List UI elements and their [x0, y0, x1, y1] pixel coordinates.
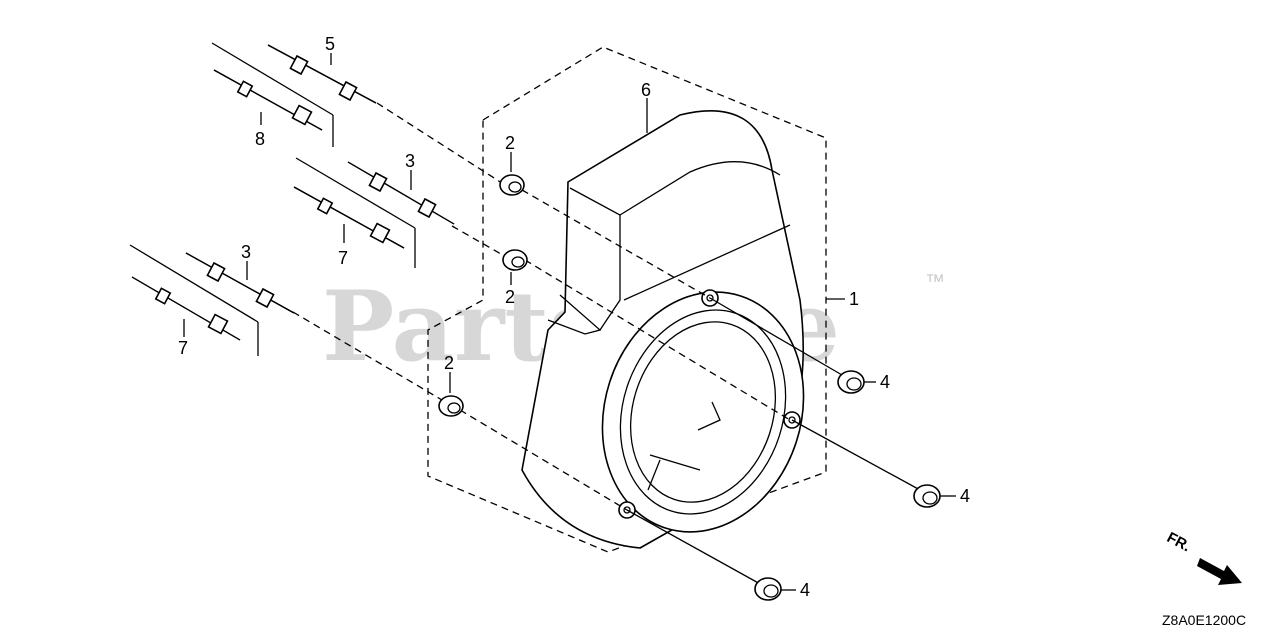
callout-2-upper: 2	[505, 133, 515, 153]
stud-7-upper	[293, 186, 405, 249]
callout-3-upper: 3	[405, 151, 415, 171]
stud-7-lower	[131, 276, 241, 341]
nut-middle	[913, 484, 941, 508]
stud-3-upper	[347, 161, 455, 225]
stud-8	[213, 69, 323, 131]
callout-4-lower: 4	[800, 580, 810, 600]
assembly-lines	[129, 42, 921, 586]
callout-3-lower: 3	[241, 242, 251, 262]
front-arrow-icon	[1197, 558, 1242, 585]
nut-upper	[837, 370, 865, 394]
callout-1: 1	[849, 289, 859, 309]
grommet-middle	[502, 249, 528, 271]
stud-5	[267, 44, 377, 104]
grommet-lower	[438, 395, 464, 417]
fan-cover	[521, 110, 805, 549]
callout-5: 5	[325, 34, 335, 54]
grommet-upper	[499, 174, 525, 196]
callout-4-upper: 4	[880, 372, 890, 392]
callout-4-middle: 4	[960, 486, 970, 506]
front-direction-indicator: FR.	[1164, 529, 1242, 585]
callout-leaders	[183, 53, 956, 591]
callout-2-middle: 2	[505, 287, 515, 307]
callout-7-upper: 7	[338, 248, 348, 268]
diagram-code: Z8A0E1200C	[1162, 612, 1246, 628]
stud-3-lower	[185, 252, 295, 314]
watermark-trademark: ™	[925, 271, 945, 293]
assembly-boundary	[427, 46, 827, 553]
front-label: FR.	[1164, 529, 1193, 555]
nut-lower	[754, 577, 782, 601]
callout-7-lower: 7	[178, 338, 188, 358]
callout-2-lower: 2	[444, 353, 454, 373]
callout-6: 6	[641, 80, 651, 100]
callout-8: 8	[255, 129, 265, 149]
